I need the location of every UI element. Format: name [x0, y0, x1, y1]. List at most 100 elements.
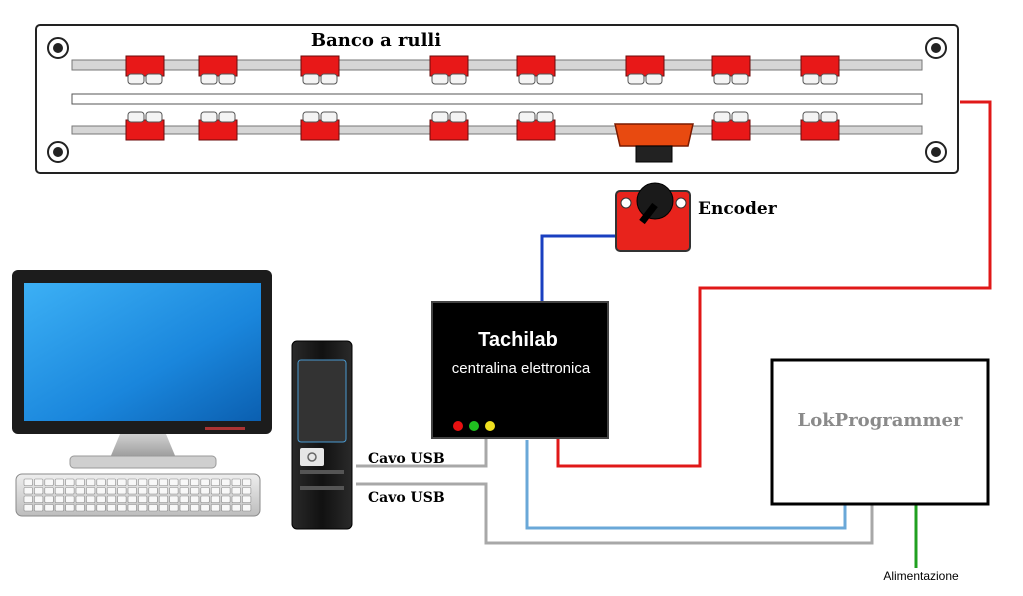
keyboard-key [242, 487, 252, 495]
led-green [469, 421, 479, 431]
encoder-roller [614, 123, 694, 163]
light-blue-wire [525, 440, 847, 530]
keyboard-key [65, 487, 75, 495]
keyboard-key [179, 478, 189, 486]
keyboard-key [54, 478, 65, 486]
roller [429, 111, 469, 141]
keyboard-key [96, 495, 106, 503]
roller [429, 55, 469, 85]
keyboard-key [190, 487, 200, 495]
tachilab-box [431, 301, 609, 439]
keyboard-key [158, 504, 168, 512]
keyboard-key [75, 495, 85, 503]
computer [12, 270, 353, 530]
keyboard-key [221, 495, 231, 503]
keyboard-key [106, 504, 116, 512]
roller [711, 55, 751, 85]
keyboard-key [86, 487, 96, 495]
keyboard-key [106, 487, 116, 495]
keyboard-key [210, 495, 220, 503]
keyboard-key [54, 487, 65, 495]
blue-wire [540, 234, 625, 302]
keyboard-key [117, 478, 127, 486]
bench-bolts [47, 37, 947, 163]
keyboard-key [75, 504, 85, 512]
keyboard-key [179, 495, 189, 503]
keyboard-key [44, 478, 54, 486]
keyboard-key [169, 478, 179, 486]
keyboard-key [44, 495, 54, 503]
keyboard-key [231, 495, 241, 503]
lokprogrammer-box [770, 358, 990, 506]
keyboard-key [158, 495, 168, 503]
usb-label-2: Cavo USB [368, 490, 445, 506]
bench-rails [71, 59, 923, 135]
keyboard-key [23, 487, 33, 495]
encoder-label: Encoder [698, 199, 778, 219]
keyboard-key [86, 478, 96, 486]
tachilab-unit: Tachilab centralina elettronica [431, 301, 609, 439]
keyboard-key [23, 504, 33, 512]
red-wire [556, 100, 992, 468]
keyboard-key [169, 487, 179, 495]
lokprogrammer-unit: LokProgrammer [770, 358, 990, 506]
keyboard-key [231, 487, 241, 495]
keyboard-key [242, 478, 252, 486]
keyboard-key [179, 487, 189, 495]
roller [198, 111, 238, 141]
keyboard-key [86, 504, 96, 512]
keyboard-key [138, 478, 148, 486]
lokprogrammer-title: LokProgrammer [798, 410, 963, 431]
keyboard-key [54, 504, 65, 512]
keyboard-key [44, 487, 54, 495]
power-label: Alimentazione [883, 569, 959, 583]
usb-wire-1 [356, 438, 488, 468]
roller [516, 55, 556, 85]
keyboard-key [86, 495, 96, 503]
roller [800, 55, 840, 85]
keyboard-key [75, 478, 85, 486]
keyboard-key [190, 504, 200, 512]
power-icon [307, 452, 317, 462]
keyboard-key [23, 495, 33, 503]
keyboard-key [169, 495, 179, 503]
keyboard-key [231, 504, 241, 512]
tachilab-subtitle: centralina elettronica [452, 360, 591, 377]
usb-wire-2 [356, 482, 874, 545]
keyboard-key [34, 487, 44, 495]
keyboard-key [210, 504, 220, 512]
roller-bench: Banco a rulli [35, 24, 959, 174]
keyboard-key [117, 487, 127, 495]
keyboard-key [34, 504, 44, 512]
encoder-knob [636, 182, 674, 220]
keyboard-key [54, 495, 65, 503]
keyboard-key [190, 495, 200, 503]
keyboard-key [117, 495, 127, 503]
roller [711, 111, 751, 141]
keyboard-key [200, 478, 210, 486]
keyboard-key [169, 504, 179, 512]
keyboard-key [221, 487, 231, 495]
keyboard-key [221, 478, 231, 486]
keyboard-key [106, 495, 116, 503]
usb-label-1: Cavo USB [368, 451, 445, 467]
roller [300, 55, 340, 85]
keyboard-key [148, 487, 158, 495]
keyboard-key [148, 478, 158, 486]
roller [125, 55, 165, 85]
keyboard-key [242, 504, 252, 512]
keyboard-key [127, 495, 137, 503]
keyboard-key [242, 495, 252, 503]
encoder: Encoder [615, 182, 778, 252]
keyboard-key [179, 504, 189, 512]
roller [198, 55, 238, 85]
keyboard-key [96, 487, 106, 495]
keyboard-key [127, 478, 137, 486]
monitor-stand [110, 434, 176, 458]
keyboard-key [96, 504, 106, 512]
keyboard-key [158, 478, 168, 486]
rollers-bottom-row [125, 111, 840, 141]
keyboard-key [148, 504, 158, 512]
keyboard-key [75, 487, 85, 495]
